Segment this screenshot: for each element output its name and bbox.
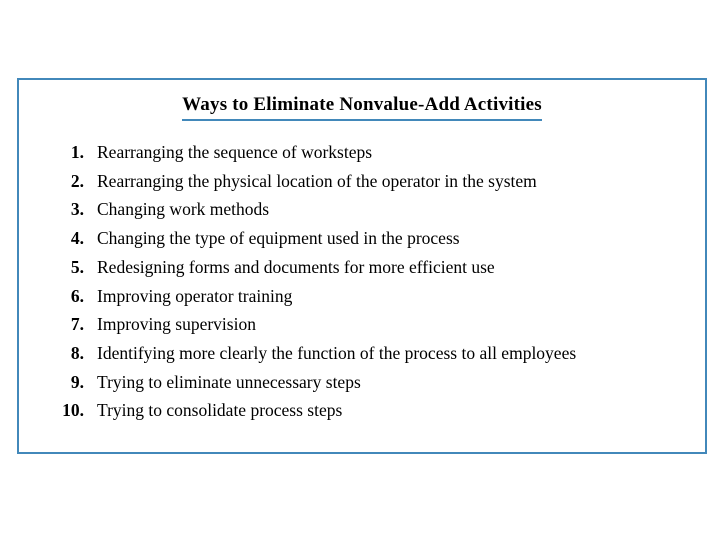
list-item-text: Trying to consolidate process steps <box>97 400 343 421</box>
list-item-number: 2. <box>70 170 84 191</box>
list-item-text: Trying to eliminate unnecessary steps <box>97 371 361 392</box>
list-item-number: 6. <box>70 285 84 306</box>
list-item-text: Rearranging the physical location of the… <box>97 170 537 191</box>
list-item-number: 8. <box>70 342 84 363</box>
list-item: 4. Changing the type of equipment used i… <box>19 224 705 253</box>
list-item: 1. Rearranging the sequence of worksteps <box>19 138 705 167</box>
list-item-text: Improving operator training <box>97 285 293 306</box>
list-item: 9. Trying to eliminate unnecessary steps <box>19 368 705 397</box>
list-item: 3. Changing work methods <box>19 195 705 224</box>
list-item: 2. Rearranging the physical location of … <box>19 167 705 196</box>
list-item: 6. Improving operator training <box>19 282 705 311</box>
slide-title: Ways to Eliminate Nonvalue-Add Activitie… <box>182 94 542 121</box>
list-item-number: 4. <box>70 228 84 249</box>
list-item-number: 7. <box>70 314 84 335</box>
list-item: 7. Improving supervision <box>19 310 705 339</box>
list-item-number: 1. <box>70 142 84 162</box>
numbered-list: 1. Rearranging the sequence of worksteps… <box>19 138 705 425</box>
list-item-text: Improving supervision <box>97 314 256 335</box>
list-item-text: Changing work methods <box>97 199 270 220</box>
list-item-number: 9. <box>70 371 84 392</box>
list-item-number: 10. <box>62 400 84 421</box>
slide-frame: Ways to Eliminate Nonvalue-Add Activitie… <box>17 78 707 454</box>
list-item-text: Rearranging the sequence of worksteps <box>97 142 373 162</box>
list-item: 5. Redesigning forms and documents for m… <box>19 253 705 282</box>
list-item: 10. Trying to consolidate process steps <box>19 396 705 425</box>
title-area: Ways to Eliminate Nonvalue-Add Activitie… <box>19 94 705 121</box>
list-item-text: Changing the type of equipment used in t… <box>97 228 460 249</box>
list-item: 8. Identifying more clearly the function… <box>19 339 705 368</box>
list-item-number: 3. <box>70 199 84 220</box>
list-item-number: 5. <box>70 256 84 277</box>
list-item-text: Redesigning forms and documents for more… <box>97 256 495 277</box>
list-item-text: Identifying more clearly the function of… <box>97 342 577 363</box>
